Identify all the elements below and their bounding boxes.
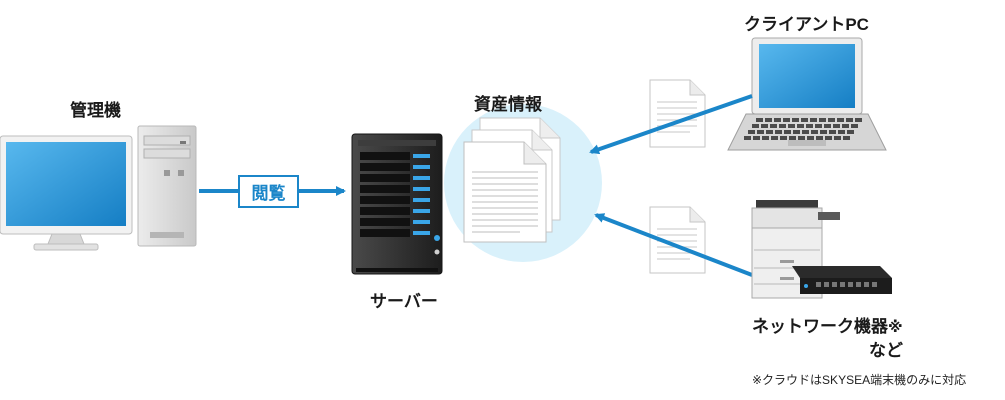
network-devices-text: ネットワーク機器 [752, 317, 888, 336]
laptop-icon [727, 37, 887, 151]
note-mark: ※ [888, 319, 903, 336]
server-label: サーバー [370, 292, 438, 311]
network-arrow [594, 213, 753, 277]
client-pc-label: クライアントPC [744, 15, 869, 34]
client-arrow [589, 94, 753, 155]
browse-badge: 閲覧 [238, 175, 299, 208]
server-tower-icon [351, 133, 443, 275]
printer-and-switch-icon [751, 200, 892, 299]
admin-pc-label: 管理機 [70, 101, 121, 120]
network-devices-label: ネットワーク機器※ [752, 312, 903, 337]
footnote: ※クラウドはSKYSEA端末機のみに対応 [752, 373, 967, 387]
desktop-computer-icon [0, 125, 197, 251]
document-stack-icon [463, 117, 561, 243]
asset-info-label: 資産情報 [474, 95, 542, 114]
etc-label: など [869, 341, 903, 360]
